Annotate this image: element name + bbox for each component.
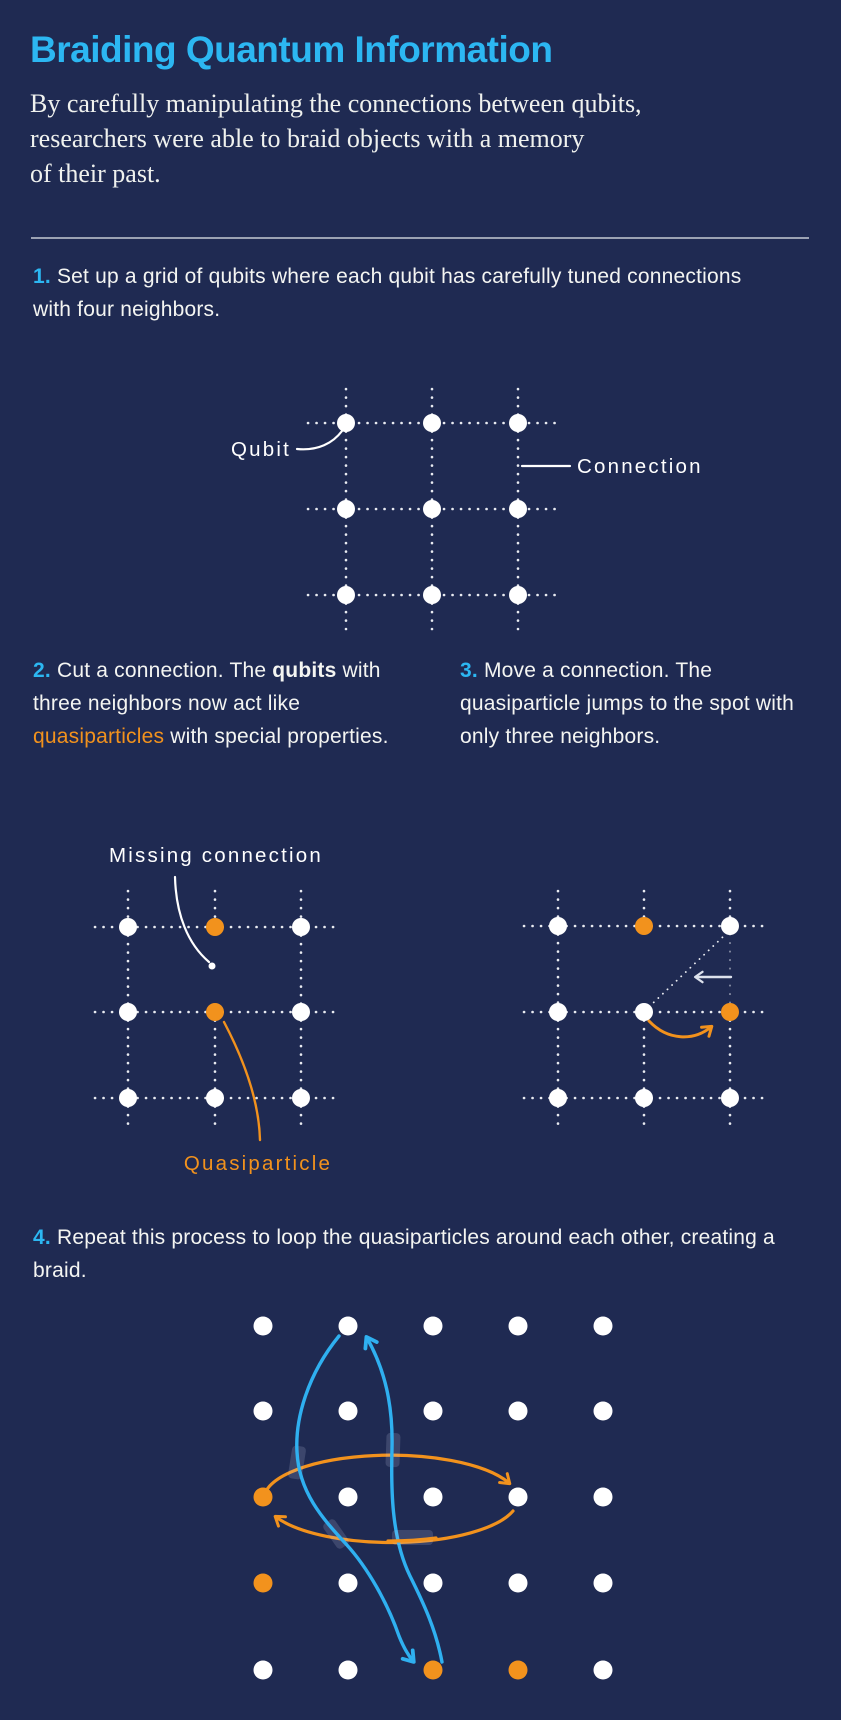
step-4-text: 4. Repeat this process to loop the quasi… (33, 1221, 813, 1287)
qubit-circle (721, 917, 739, 935)
quasiparticle-circle (635, 917, 653, 935)
qubit-circle (549, 917, 567, 935)
qubit-circle (119, 1003, 137, 1021)
qubit-circle (593, 1487, 613, 1507)
quasiparticle-circle (423, 1660, 443, 1680)
missing-connection-pointer-dot (208, 962, 216, 970)
qubit-circle (423, 500, 441, 518)
qubit-circle (593, 1660, 613, 1680)
qubit-grid-qubits (337, 414, 527, 604)
quasiparticle-circle (253, 1487, 273, 1507)
qubit-label: Qubit (231, 438, 291, 461)
quasiparticle-label: Quasiparticle (184, 1152, 332, 1175)
qubit-circle (338, 1316, 358, 1336)
qubit-circle (253, 1316, 273, 1336)
subtitle-line-1: By carefully manipulating the connection… (30, 89, 642, 118)
qubit-circle (508, 1401, 528, 1421)
quasiparticle-circle (721, 1003, 739, 1021)
qubit-circle (253, 1401, 273, 1421)
step-text-segment: qubits (272, 659, 337, 682)
qubit-circle (593, 1316, 613, 1336)
step-text-segment: with three neighbors now act like (33, 659, 381, 715)
qubit-circle (423, 1401, 443, 1421)
qubit-circle (206, 1089, 224, 1107)
subtitle: By carefully manipulating the connection… (30, 86, 642, 191)
qubit-circle (635, 1003, 653, 1021)
qubit-circle (253, 1660, 273, 1680)
quasiparticle-circle (253, 1573, 273, 1593)
qubit-circle (119, 1089, 137, 1107)
qubit-circle (338, 1660, 358, 1680)
qubit-circle (593, 1573, 613, 1593)
step-2-text: 2. Cut a connection. The qubits with thr… (33, 654, 405, 753)
qubit-circle (509, 414, 527, 432)
qubit-circle (292, 1089, 310, 1107)
subtitle-line-2: researchers were able to braid objects w… (30, 124, 585, 153)
qubit-circle (292, 1003, 310, 1021)
quasiparticle-jump-arrow (647, 1019, 714, 1039)
qubit-circle (338, 1573, 358, 1593)
qubit-label-pointer (295, 429, 344, 451)
qubit-circle (423, 1316, 443, 1336)
qubit-circle (119, 918, 137, 936)
step-number: 4. (33, 1226, 51, 1249)
qubit-circle (338, 1401, 358, 1421)
qubit-circle (593, 1401, 613, 1421)
step-1-text: 1. Set up a grid of qubits where each qu… (33, 260, 783, 326)
step-number: 1. (33, 265, 51, 288)
qubit-circle (721, 1089, 739, 1107)
qubit-circle (338, 1487, 358, 1507)
missing-connection-pointer (173, 875, 211, 964)
qubit-circle (423, 1487, 443, 1507)
page-title: Braiding Quantum Information (30, 29, 553, 70)
step-text-segment: Cut a connection. The (50, 659, 273, 682)
qubit-circle (423, 1573, 443, 1593)
braid-loop-over-segment (386, 1536, 438, 1543)
braid-loop-top-arc (262, 1453, 512, 1503)
quasiparticle-circle (206, 918, 224, 936)
subtitle-line-3: of their past. (30, 159, 161, 188)
missing-connection-label: Missing connection (109, 844, 323, 867)
step-text-segment: Move a connection. The quasiparticle jum… (460, 659, 795, 748)
braid-strand-down (295, 1334, 416, 1664)
qubit-circle (508, 1573, 528, 1593)
braid-strand-up (363, 1335, 444, 1664)
step-text-segment: quasiparticles (33, 725, 165, 748)
braid-grid-qubits (253, 1316, 613, 1680)
connection-label: Connection (577, 455, 703, 478)
qubit-circle (549, 1089, 567, 1107)
quasiparticle-circle (508, 1660, 528, 1680)
qubit-circle (337, 500, 355, 518)
qubit-grid-group (344, 387, 520, 631)
connection-dotted-line (651, 932, 728, 1005)
qubit-circle (635, 1089, 653, 1107)
step-text-segment: Repeat this process to loop the quasipar… (33, 1226, 775, 1282)
qubit-circle (509, 586, 527, 604)
missing-connection-grid-qubits (119, 918, 310, 1107)
missing-connection-grid-group (126, 889, 303, 1133)
qubit-circle (508, 1487, 528, 1507)
quasiparticle-circle (206, 1003, 224, 1021)
moved-connection-grid-group (556, 889, 732, 1133)
quasiparticle-label-pointer (222, 1020, 262, 1142)
qubit-circle (508, 1316, 528, 1336)
qubit-circle (337, 414, 355, 432)
divider-line (31, 237, 809, 239)
qubit-circle (292, 918, 310, 936)
step-text-segment: Set up a grid of qubits where each qubit… (33, 265, 742, 321)
qubit-circle (549, 1003, 567, 1021)
qubit-circle (509, 500, 527, 518)
qubit-circle (423, 586, 441, 604)
qubit-circle (337, 586, 355, 604)
step-3-text: 3. Move a connection. The quasiparticle … (460, 654, 805, 753)
qubit-circle (423, 414, 441, 432)
step-number: 2. (33, 659, 51, 682)
moved-connection-grid-qubits (549, 917, 739, 1107)
step-text-segment: with special properties. (164, 725, 389, 748)
step-number: 3. (460, 659, 478, 682)
